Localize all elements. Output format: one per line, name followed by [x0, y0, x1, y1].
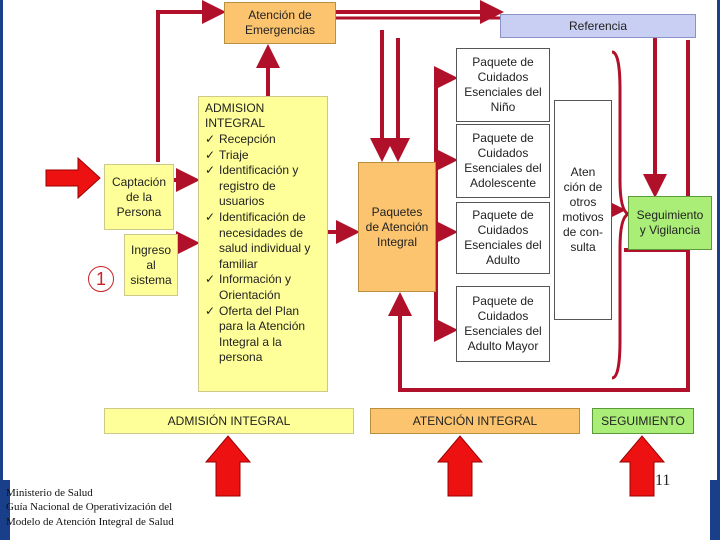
- curly-brace: [611, 50, 632, 380]
- page-number: 11: [655, 472, 671, 489]
- big-arrow-seguimiento: [618, 435, 666, 497]
- big-arrow-atencion: [436, 435, 484, 497]
- admision-integral-list: Recepción Triaje Identificación y regist…: [205, 132, 321, 366]
- footer-line: Guía Nacional de Operativización del: [6, 501, 173, 514]
- phase-admision-bar: ADMISIÓN INTEGRAL: [104, 408, 354, 434]
- admision-item: Oferta del Plan para la Atención Integra…: [205, 304, 321, 366]
- otros-motivos-box: Aten ción de otros motivos de con- sulta: [554, 100, 612, 320]
- footer-corner-right: [710, 480, 720, 540]
- connector-captacion-emergencias: [156, 0, 226, 162]
- admision-item: Identificación de necesidades de salud i…: [205, 210, 321, 272]
- phase-atencion-bar: ATENCIÓN INTEGRAL: [370, 408, 580, 434]
- paquetes-atencion-box: Paquetes de Atención Integral: [358, 162, 436, 292]
- footer-line: Ministerio de Salud: [6, 487, 93, 499]
- step-number-circle: 1: [88, 266, 114, 292]
- paquete-adulto-box: Paquete de Cuidados Esenciales del Adult…: [456, 202, 550, 274]
- admision-item: Identificación y registro de usuarios: [205, 163, 321, 210]
- big-arrow-admision: [204, 435, 252, 497]
- admision-item: Información y Orientación: [205, 272, 321, 303]
- big-entry-arrow: [45, 156, 101, 200]
- seguimiento-vigilancia-box: Seguimiento y Vigilancia: [628, 196, 712, 250]
- atencion-emergencias-box: Atención de Emergencias: [224, 2, 336, 44]
- admision-integral-title: ADMISION INTEGRAL: [205, 101, 266, 130]
- footer-corner-left: [0, 480, 10, 540]
- admision-item: Triaje: [205, 148, 321, 164]
- paquete-adulto-mayor-box: Paquete de Cuidados Esenciales del Adult…: [456, 286, 550, 362]
- paquete-nino-box: Paquete de Cuidados Esenciales del Niño: [456, 48, 550, 122]
- admision-item: Recepción: [205, 132, 321, 148]
- referencia-box: Referencia: [500, 14, 696, 38]
- ingreso-box: Ingreso al sistema: [124, 234, 178, 296]
- paquete-adolescente-box: Paquete de Cuidados Esenciales del Adole…: [456, 124, 550, 198]
- captacion-box: Captación de la Persona: [104, 164, 174, 230]
- footer-line: Modelo de Atención Integral de Salud: [6, 515, 174, 528]
- admision-integral-box: ADMISION INTEGRAL Recepción Triaje Ident…: [198, 96, 328, 392]
- footer-source: Ministerio de Salud Guía Nacional de Ope…: [6, 486, 174, 529]
- phase-seguimiento-bar: SEGUIMIENTO: [592, 408, 694, 434]
